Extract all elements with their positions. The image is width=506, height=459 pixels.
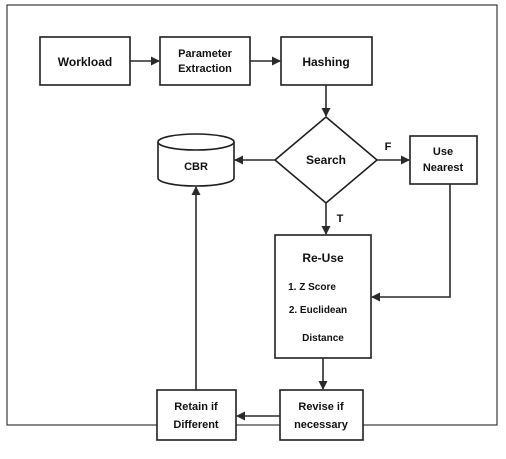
use-nearest-node: Use Nearest (409, 135, 478, 185)
reuse-item-1: 1. Z Score (288, 282, 336, 293)
use-nearest-line1: Use (433, 146, 453, 158)
reuse-node: Re-Use 1. Z Score 2. Euclidean Distance (274, 234, 372, 359)
retain-line1: Retain if (174, 401, 218, 413)
reuse-item-2-cont: Distance (302, 333, 344, 344)
reuse-title: Re-Use (302, 251, 344, 265)
revise-node: Revise if necessary (279, 389, 364, 441)
edge-use-nearest-to-reuse (371, 184, 451, 302)
retain-line2: Different (173, 419, 219, 431)
outer-frame (6, 4, 498, 426)
workload-label: Workload (58, 55, 112, 69)
edge-label-false: F (385, 141, 392, 153)
hashing-node: Hashing (280, 36, 373, 86)
revise-line1: Revise if (298, 401, 344, 413)
edge-label-true: T (337, 213, 344, 225)
search-decision-node: Search (273, 115, 379, 205)
search-label: Search (306, 153, 346, 167)
use-nearest-line2: Nearest (423, 162, 464, 174)
retain-node: Retain if Different (156, 389, 237, 441)
reuse-item-2: 2. Euclidean (289, 305, 347, 316)
cbr-label: CBR (184, 161, 208, 173)
parameter-extraction-line1: Parameter (178, 48, 233, 60)
parameter-extraction-node: Parameter Extraction (159, 36, 251, 86)
revise-line2: necessary (294, 419, 349, 431)
workload-node: Workload (39, 36, 131, 86)
hashing-label: Hashing (302, 55, 349, 69)
parameter-extraction-line2: Extraction (178, 63, 232, 75)
cbr-database-node: CBR (157, 133, 235, 187)
